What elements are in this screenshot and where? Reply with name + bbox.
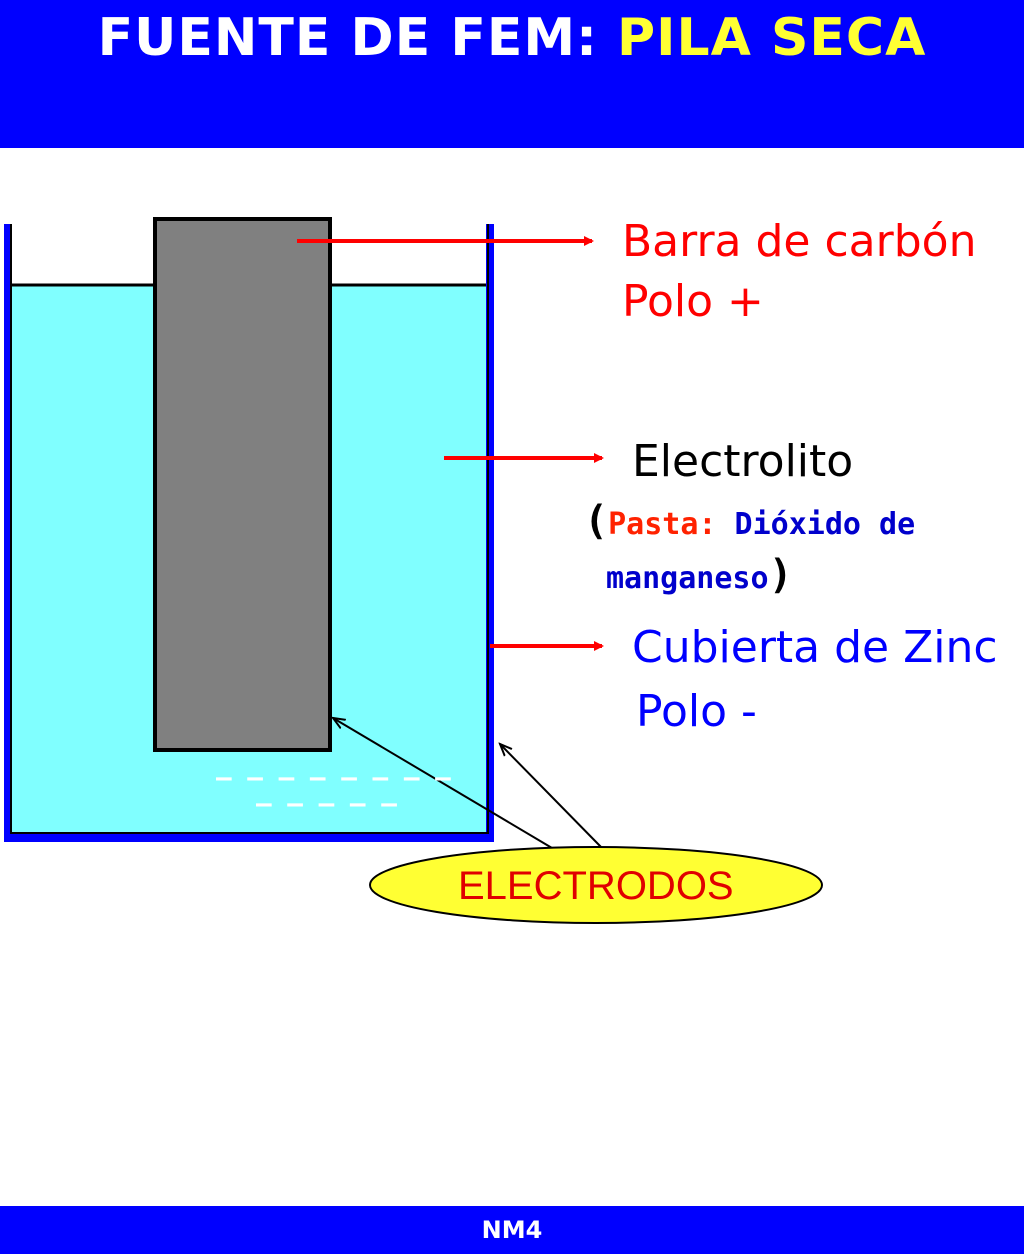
paste-description-line2: manganeso) <box>606 552 793 598</box>
charge-marks-row1: – – – – – – – – <box>216 763 451 793</box>
electrode-pointer-zinc <box>500 744 603 849</box>
electrodes-ellipse <box>369 846 823 924</box>
title-highlight: PILA SECA <box>617 8 927 68</box>
footer-code: NM4 <box>481 1216 543 1244</box>
paste-close-paren: ) <box>768 552 793 598</box>
electrolyte-label: Electrolito <box>632 436 854 487</box>
positive-pole-label: Polo + <box>622 276 764 327</box>
paste-description-line1: (Pasta: Dióxido de <box>584 498 915 544</box>
electrodes-label: ELECTRODOS <box>458 864 734 908</box>
header-banner: FUENTE DE FEM: PILA SECA <box>0 0 1024 148</box>
zinc-casing-label: Cubierta de Zinc <box>632 622 998 673</box>
footer-banner: NM4 <box>0 1206 1024 1254</box>
page-title: FUENTE DE FEM: PILA SECA <box>0 8 1024 68</box>
charge-marks-row2: – – – – – <box>256 789 397 819</box>
paste-open-paren: ( <box>584 498 609 544</box>
carbon-rod <box>153 217 332 752</box>
carbon-rod-label: Barra de carbón <box>622 216 977 267</box>
paste-desc-line2: manganeso <box>606 561 769 596</box>
paste-desc-line1: Dióxido de <box>734 507 916 542</box>
paste-word: Pasta: <box>608 507 717 542</box>
title-main: FUENTE DE FEM: <box>97 8 598 68</box>
electrode-pointer-rod <box>333 718 553 849</box>
zinc-casing <box>4 224 494 842</box>
negative-pole-label: Polo - <box>636 686 757 737</box>
